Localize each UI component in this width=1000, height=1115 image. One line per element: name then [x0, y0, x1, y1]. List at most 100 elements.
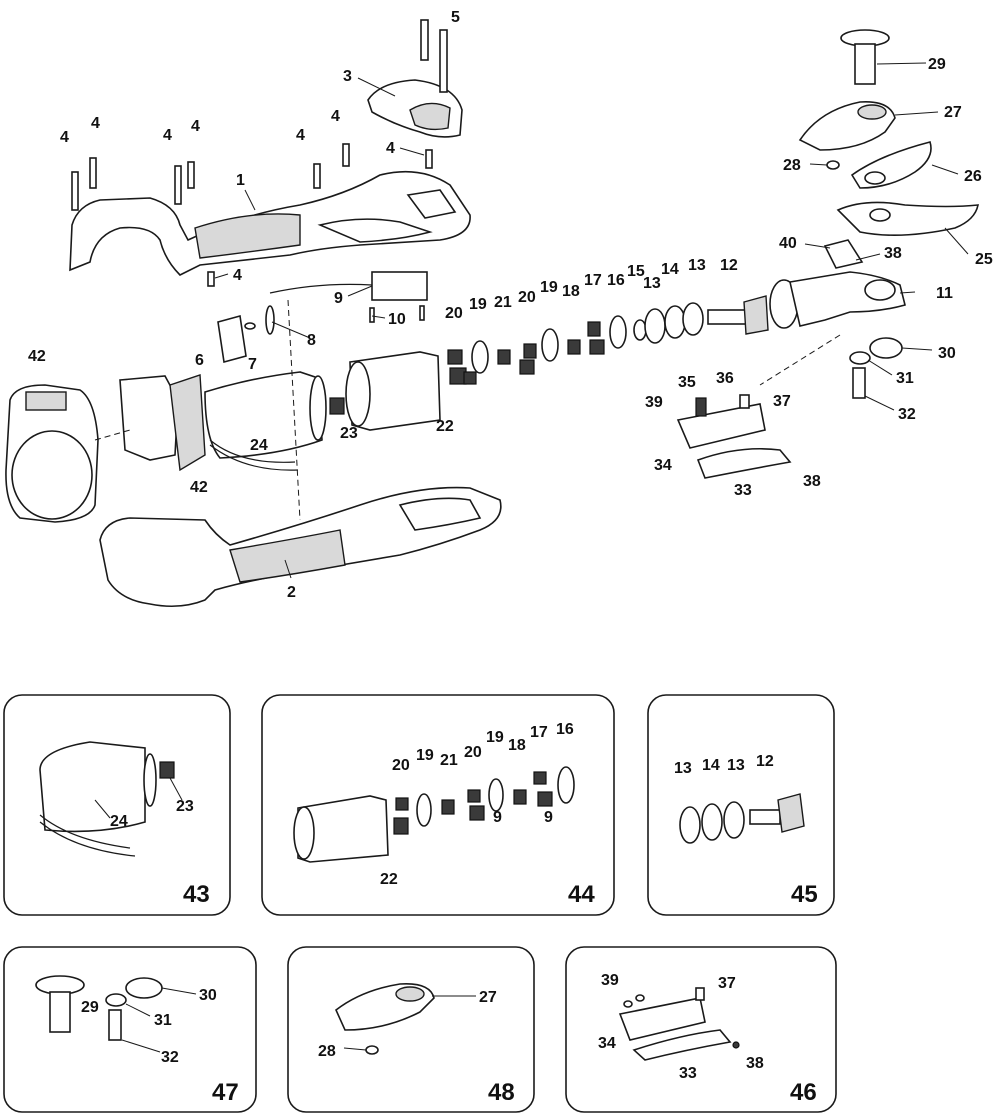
- callout-40: 40: [779, 235, 797, 252]
- trigger-assembly: [676, 239, 864, 479]
- callout-9: 9: [334, 290, 343, 307]
- ring-gear: [345, 351, 441, 431]
- callout-12: 12: [720, 257, 738, 274]
- callout-20: 20: [518, 289, 536, 306]
- callout-6: 6: [195, 352, 204, 369]
- callout-4: 4: [163, 127, 172, 144]
- panel45-callout-14: 14: [702, 757, 720, 774]
- callout-13: 13: [643, 275, 661, 292]
- callout-13: 13: [688, 257, 706, 274]
- callout-28: 28: [783, 157, 801, 174]
- main-callouts: 1 2 3 4 4 4 4 4 4 4 4 5 6 7 8 9 10 11 12…: [28, 9, 993, 601]
- panel-44: 20 19 21 20 19 18 17 16 9 9 22 44: [261, 694, 615, 916]
- small-parts: [217, 271, 428, 364]
- leader-lines: [214, 62, 969, 579]
- callout-39: 39: [645, 394, 663, 411]
- lower-housing: [99, 486, 502, 608]
- callout-33: 33: [734, 482, 752, 499]
- callout-15: 15: [627, 263, 645, 280]
- callout-4: 4: [91, 115, 100, 132]
- callout-42: 42: [28, 348, 46, 365]
- connector-board: [119, 374, 206, 472]
- callout-5: 5: [451, 9, 460, 26]
- callout-36: 36: [716, 370, 734, 387]
- panel44-callout-20: 20: [392, 757, 410, 774]
- callout-4: 4: [386, 140, 395, 157]
- panel45-callout-12: 12: [756, 753, 774, 770]
- panel46-callout-38: 38: [746, 1055, 764, 1072]
- panel-48: 27 28 48: [287, 946, 535, 1113]
- panel47-callout-30: 30: [199, 987, 217, 1004]
- washers-and-bolt: [849, 337, 903, 399]
- callout-22: 22: [436, 418, 454, 435]
- panel43-callout-24: 24: [110, 813, 128, 830]
- upper-housing: [69, 170, 471, 276]
- panel44-callout-19: 19: [416, 747, 434, 764]
- callout-42: 42: [190, 479, 208, 496]
- callout-8: 8: [307, 332, 316, 349]
- callout-20: 20: [445, 305, 463, 322]
- panel47-callout-31: 31: [154, 1012, 172, 1029]
- panel-43-label: 43: [183, 881, 210, 908]
- panel44-callout-9: 9: [493, 809, 502, 826]
- blade-assembly: [798, 29, 979, 236]
- callout-25: 25: [975, 251, 993, 268]
- screws: [71, 19, 448, 287]
- callout-19: 19: [540, 279, 558, 296]
- panel-47: 30 29 31 32 47: [3, 946, 257, 1113]
- callout-38: 38: [803, 473, 821, 490]
- panel-47-label: 47: [212, 1079, 239, 1106]
- callout-1: 1: [236, 172, 245, 189]
- callout-16: 16: [607, 272, 625, 289]
- panel-48-label: 48: [488, 1079, 515, 1106]
- panel43-callout-23: 23: [176, 798, 194, 815]
- gear-train: [447, 315, 627, 385]
- callout-2: 2: [287, 584, 296, 601]
- panel45-callout-13: 13: [674, 760, 692, 777]
- panel48-callout-27: 27: [479, 989, 497, 1006]
- top-cover: [367, 79, 463, 138]
- callout-26: 26: [964, 168, 982, 185]
- panel44-callout-9: 9: [544, 809, 553, 826]
- callout-21: 21: [494, 294, 512, 311]
- panel44-callout-20: 20: [464, 744, 482, 761]
- callout-37: 37: [773, 393, 791, 410]
- callout-34: 34: [654, 457, 672, 474]
- callout-29: 29: [928, 56, 946, 73]
- cutting-head: [769, 271, 906, 329]
- panel44-callout-21: 21: [440, 752, 458, 769]
- bearings-and-shaft: [633, 295, 769, 344]
- panel-44-label: 44: [568, 881, 595, 908]
- callout-24: 24: [250, 437, 268, 454]
- panel46-callout-37: 37: [718, 975, 736, 992]
- callout-23: 23: [340, 425, 358, 442]
- panel-43: 23 24 43: [3, 694, 231, 916]
- panel48-callout-28: 28: [318, 1043, 336, 1060]
- panel-46-label: 46: [790, 1079, 817, 1106]
- callout-35: 35: [678, 374, 696, 391]
- callout-18: 18: [562, 283, 580, 300]
- battery-pack: [5, 384, 99, 523]
- panel44-callout-18: 18: [508, 737, 526, 754]
- panel46-callout-39: 39: [601, 972, 619, 989]
- panel-45: 13 14 13 12 45: [647, 694, 835, 916]
- callout-19: 19: [469, 296, 487, 313]
- callout-7: 7: [248, 356, 257, 373]
- callout-31: 31: [896, 370, 914, 387]
- callout-4: 4: [331, 108, 340, 125]
- callout-30: 30: [938, 345, 956, 362]
- callout-32: 32: [898, 406, 916, 423]
- panel-45-label: 45: [791, 881, 818, 908]
- callout-11: 11: [936, 285, 953, 302]
- callout-10: 10: [388, 311, 406, 328]
- callout-27: 27: [944, 104, 962, 121]
- panel45-callout-13: 13: [727, 757, 745, 774]
- panel-46: 39 37 34 33 38 46: [565, 946, 837, 1113]
- panel44-callout-17: 17: [530, 724, 548, 741]
- callout-4: 4: [233, 267, 242, 284]
- panel46-callout-34: 34: [598, 1035, 616, 1052]
- panel44-callout-22: 22: [380, 871, 398, 888]
- callout-3: 3: [343, 68, 352, 85]
- panel47-callout-32: 32: [161, 1049, 179, 1066]
